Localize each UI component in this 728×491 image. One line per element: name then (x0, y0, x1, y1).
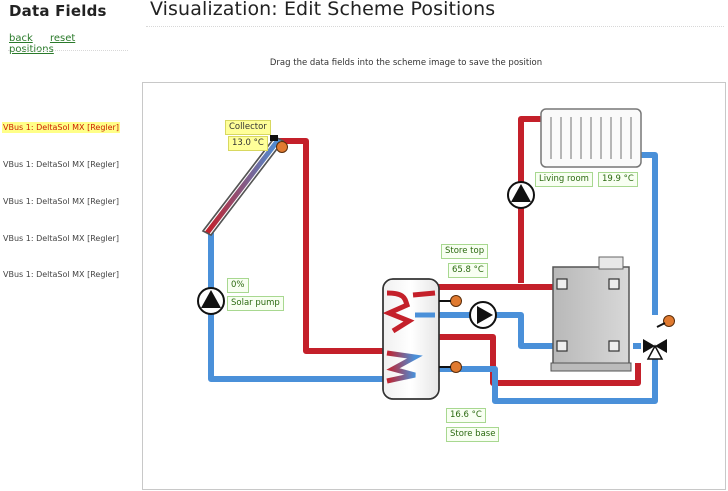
store-top-label[interactable]: Store top (441, 244, 489, 259)
title-divider (146, 26, 724, 27)
storage-tank (382, 278, 440, 400)
collector-temperature[interactable]: 13.0 °C (228, 136, 268, 151)
sidebar-links: back reset positions (9, 33, 130, 55)
sidebar: Data Fields back reset positions VBus 1:… (0, 0, 130, 491)
collector-label[interactable]: Collector (225, 120, 271, 135)
solar-flow-pipe (277, 138, 383, 354)
data-field-item[interactable]: VBus 1: DeltaSol MX [Regler] (3, 160, 119, 169)
living-room-temperature[interactable]: 19.9 °C (598, 172, 638, 187)
solar-pump-icon (197, 287, 225, 315)
radiator (540, 108, 642, 168)
store-base-label[interactable]: Store base (446, 427, 500, 442)
page-title: Visualization: Edit Scheme Positions (150, 0, 496, 20)
store-base-temperature[interactable]: 16.6 °C (446, 408, 486, 423)
data-field-item[interactable]: VBus 1: DeltaSol MX [Regler] (3, 270, 119, 279)
boiler-pump-icon (469, 301, 497, 329)
boiler (550, 256, 632, 372)
solar-pump-label[interactable]: Solar pump (227, 296, 284, 311)
sidebar-divider (8, 50, 128, 51)
scheme-image (197, 108, 675, 404)
store-top-temperature[interactable]: 65.8 °C (448, 263, 488, 278)
reset-positions-link[interactable]: reset positions (9, 33, 76, 55)
sidebar-title: Data Fields (9, 2, 107, 20)
data-field-item[interactable]: VBus 1: DeltaSol MX [Regler] (2, 122, 120, 133)
scheme-canvas[interactable]: Collector 13.0 °C 0% Solar pump Living r… (142, 82, 726, 490)
instruction-text: Drag the data fields into the scheme ima… (269, 58, 543, 68)
back-link[interactable]: back (9, 33, 33, 44)
temperature-sensors (270, 135, 675, 373)
solar-pump-speed[interactable]: 0% (227, 278, 249, 293)
living-room-label[interactable]: Living room (535, 172, 593, 187)
solar-return-pipe (208, 233, 387, 382)
data-field-item[interactable]: VBus 1: DeltaSol MX [Regler] (3, 234, 119, 243)
data-field-item[interactable]: VBus 1: DeltaSol MX [Regler] (3, 197, 119, 206)
mixing-valve-icon (643, 339, 667, 360)
solar-collector (201, 136, 285, 236)
heating-pump-icon (507, 181, 535, 209)
